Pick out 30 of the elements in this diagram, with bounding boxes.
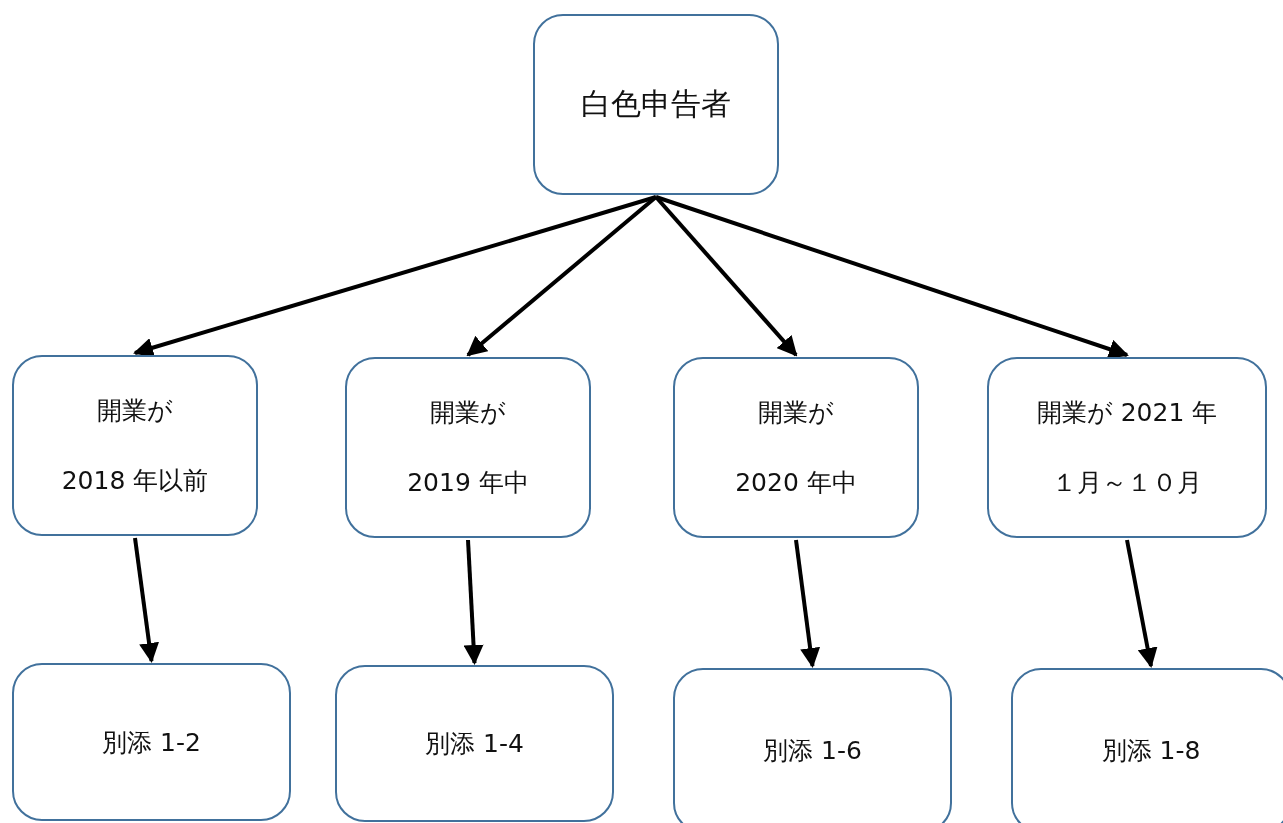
arrow bbox=[1125, 539, 1158, 668]
rounded-box bbox=[673, 357, 919, 538]
rounded-box bbox=[533, 14, 779, 195]
box-text: 開業が bbox=[97, 395, 173, 427]
box-text: 開業が bbox=[430, 397, 506, 429]
arrow bbox=[794, 539, 821, 668]
box-text: 別添 1-2 bbox=[102, 726, 201, 759]
arrow bbox=[463, 539, 484, 665]
rounded-box bbox=[335, 665, 614, 822]
rounded-box bbox=[345, 357, 591, 538]
rounded-box bbox=[673, 668, 952, 823]
box-text: １月～１０月 bbox=[1052, 467, 1202, 499]
box-text: 白色申告者 bbox=[581, 85, 731, 123]
rounded-box bbox=[12, 355, 258, 536]
arrow bbox=[466, 195, 658, 357]
box-text: 別添 1-6 bbox=[763, 735, 862, 767]
rounded-box bbox=[1011, 668, 1283, 823]
box-text: 別添 1-8 bbox=[1101, 735, 1201, 767]
box-text: 別添 1-4 bbox=[425, 728, 524, 760]
rounded-box bbox=[12, 663, 291, 821]
box-text: 2019 年中 bbox=[407, 467, 529, 499]
box-text: 開業が bbox=[758, 397, 834, 429]
rounded-box bbox=[987, 357, 1267, 538]
arrow bbox=[133, 195, 657, 358]
arrow bbox=[655, 195, 1129, 359]
box-text: 2020 年中 bbox=[735, 467, 857, 499]
box-text: 開業が 2021 年 bbox=[1036, 397, 1218, 429]
arrow bbox=[654, 195, 798, 357]
box-text: 2018 年以前 bbox=[61, 465, 209, 497]
arrow bbox=[133, 537, 159, 663]
